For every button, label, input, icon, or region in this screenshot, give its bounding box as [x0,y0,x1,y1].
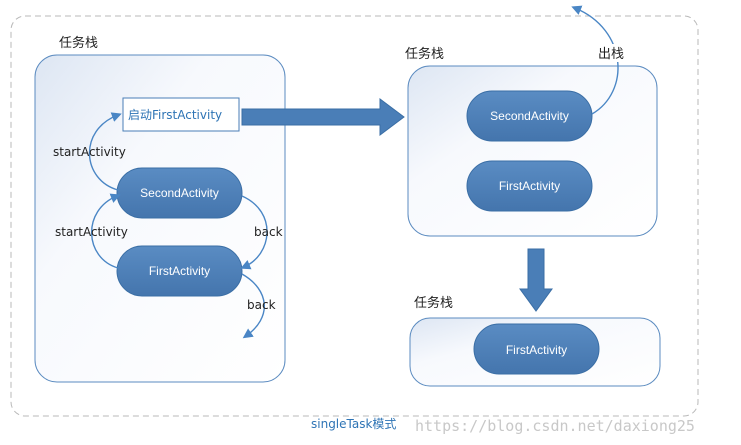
right-bottom-first-activity-node [473,323,600,375]
watermark: https://blog.csdn.net/daxiong25 [415,417,695,435]
right-bottom-first-activity-label: FirstActivity [506,343,567,357]
transition-arrow-right [241,98,405,136]
start-activity-label-lower: startActivity [55,225,128,239]
pop-label-bg [596,44,626,62]
start-first-activity-box [122,97,240,132]
left-stack-title: 任务栈 [59,35,98,51]
left-second-activity-label: SecondActivity [140,186,219,200]
right-top-second-activity-node [466,90,593,142]
diagram-caption: singleTask模式 [311,417,396,431]
outer-dashed-frame [10,15,699,417]
back-label-lower: back [247,298,276,312]
transition-arrow-down [519,248,553,312]
right-top-second-activity-label: SecondActivity [490,109,569,123]
left-first-activity-node [116,245,243,297]
start-activity-label-upper: startActivity [53,145,126,159]
start-activity-arrow-lower [90,193,121,269]
back-arrow-lower [241,273,265,339]
back-arrow-upper [240,195,268,270]
right-top-stack-title: 任务栈 [405,46,444,62]
left-first-activity-label: FirstActivity [149,264,210,278]
back-label-upper: back [254,225,283,239]
left-second-activity-node [116,167,243,219]
pop-label: 出栈 [598,47,624,62]
right-bottom-stack-title: 任务栈 [414,295,453,311]
start-first-activity-label: 启动FirstActivity [128,108,222,122]
right-top-first-activity-label: FirstActivity [499,179,560,193]
start-activity-arrow-upper [88,112,122,191]
right-top-first-activity-node [466,160,593,212]
